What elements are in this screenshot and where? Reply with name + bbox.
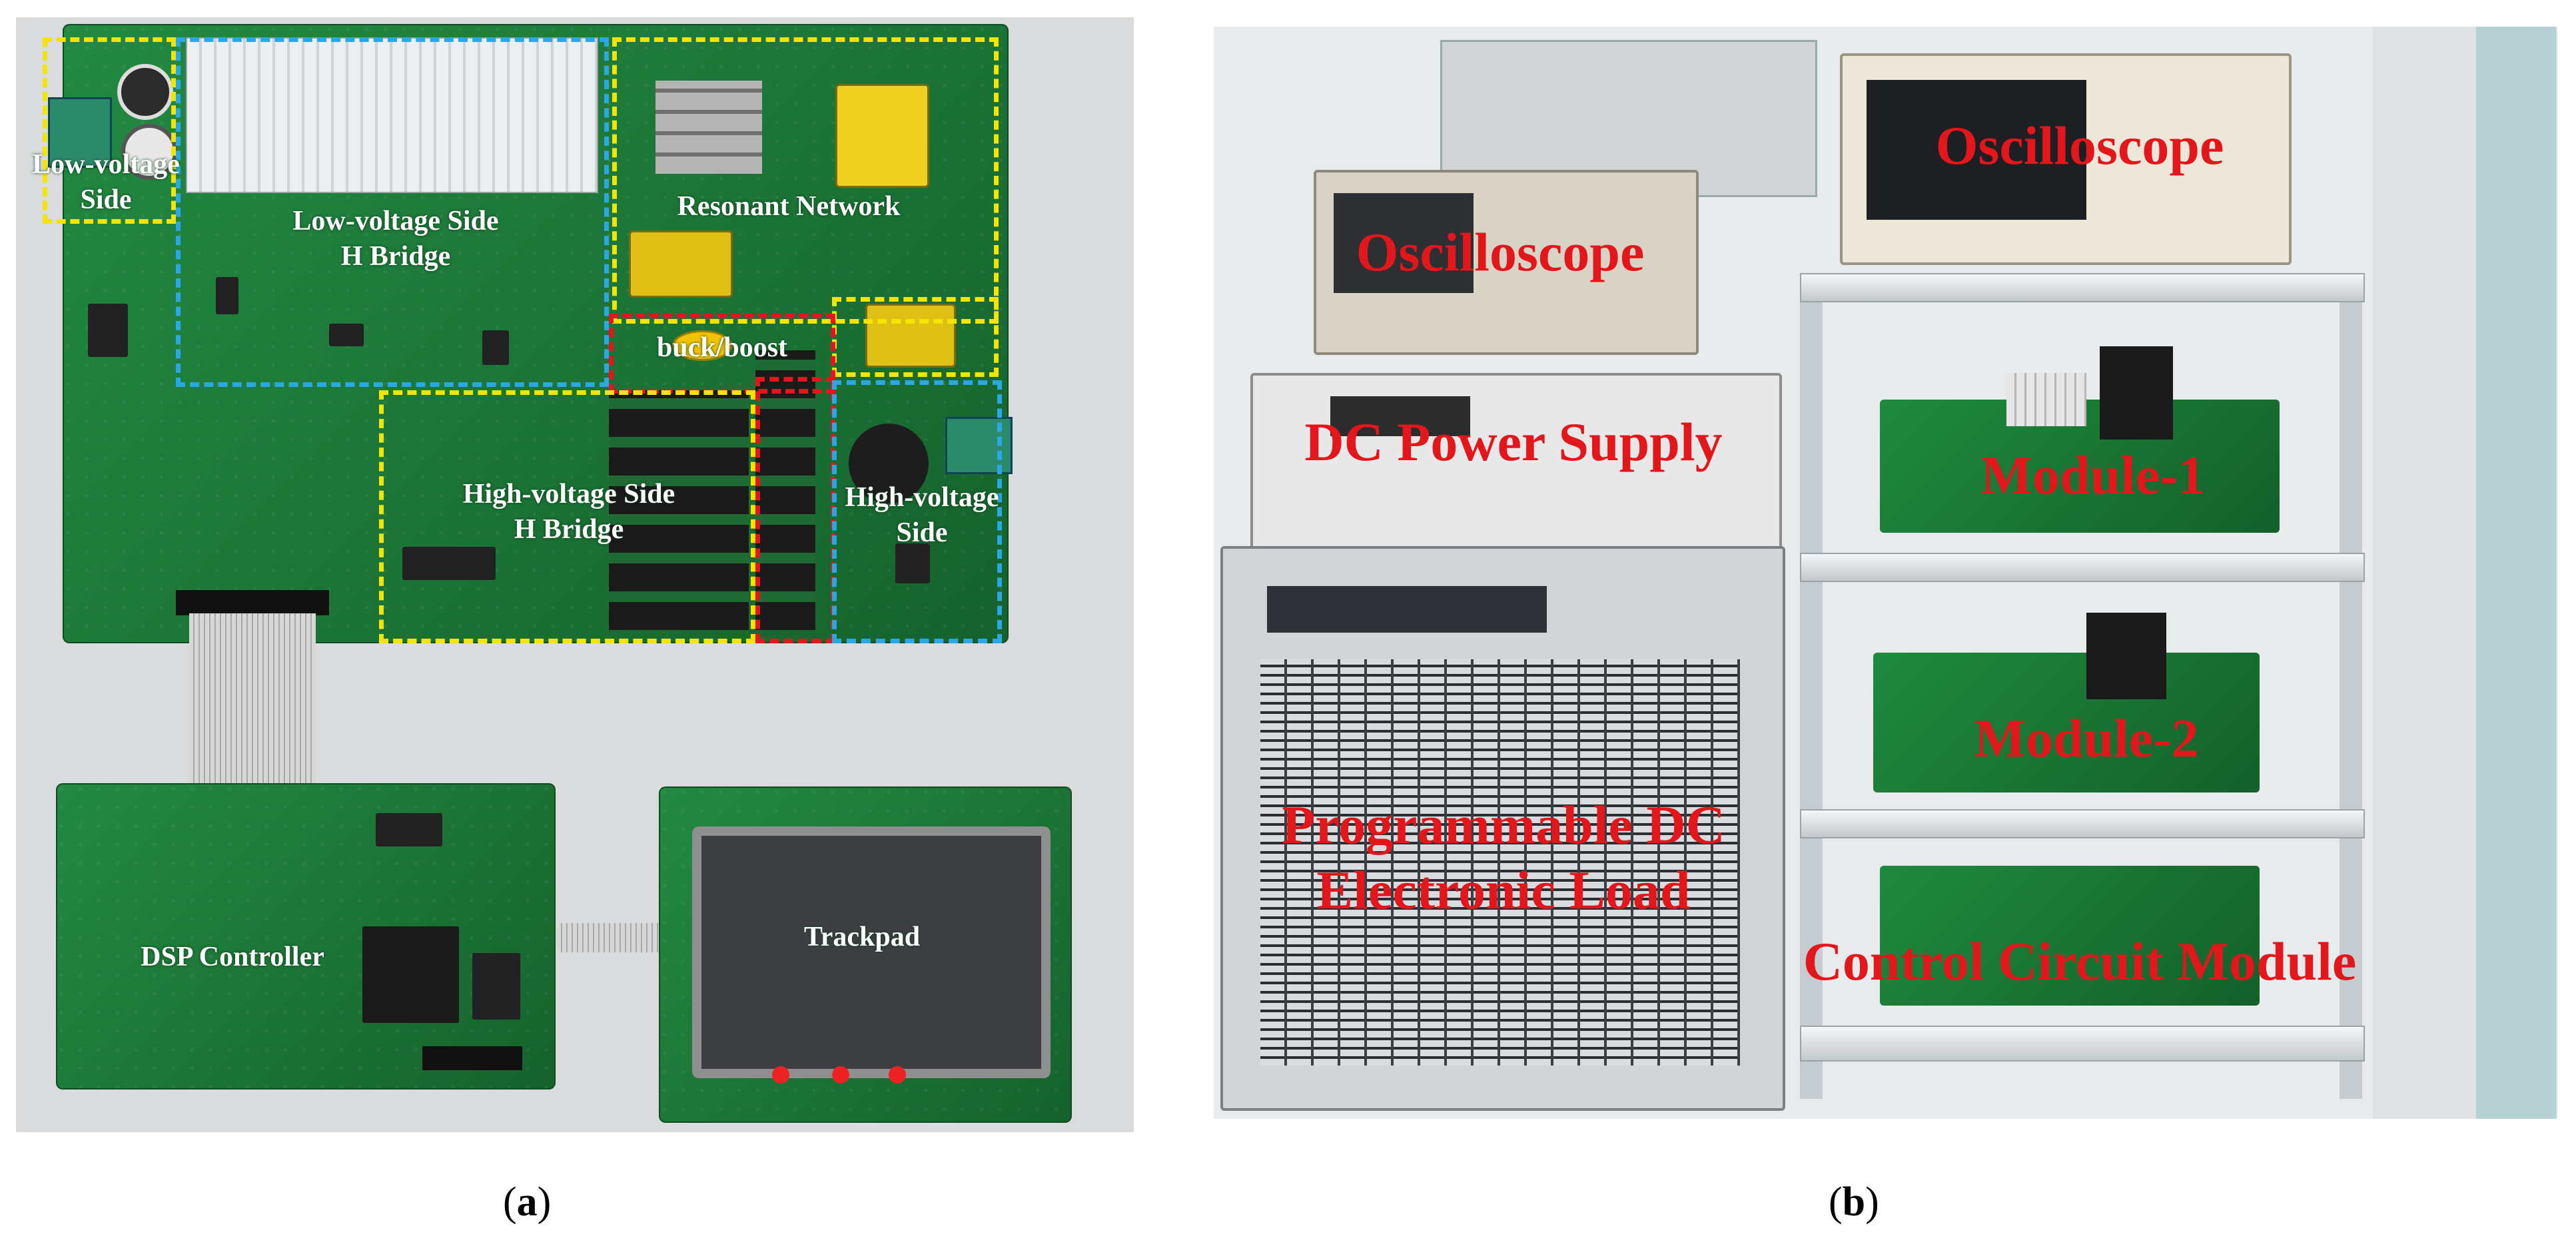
chip	[329, 324, 364, 346]
label-oscilloscope-top: Oscilloscope	[1935, 115, 2224, 176]
chip	[895, 543, 930, 583]
chip	[482, 330, 509, 365]
oscilloscope-top-screen	[1867, 80, 2086, 220]
chip	[472, 953, 520, 1020]
oscilloscope-left-screen	[1334, 193, 1474, 293]
chip	[402, 547, 496, 580]
box-high-voltage-h-bridge	[379, 390, 755, 643]
rack-post	[2340, 280, 2362, 1099]
led	[832, 1066, 849, 1084]
box-resonant-network	[612, 37, 999, 324]
rack-shelf	[1800, 809, 2365, 838]
low-voltage-terminal	[48, 97, 112, 168]
capacitor	[849, 424, 929, 503]
box-low-voltage-side	[43, 37, 176, 224]
module-2-board	[1873, 653, 2260, 792]
control-circuit-board	[1880, 866, 2260, 1006]
caption-a: (a)	[503, 1179, 552, 1225]
box-high-voltage-side	[832, 380, 1002, 643]
dsp-chip	[362, 926, 459, 1023]
module-1-heatsink	[2006, 373, 2086, 426]
module-1-transformer	[2100, 346, 2173, 440]
chip	[376, 813, 442, 846]
box-low-voltage-h-bridge	[176, 37, 609, 387]
box-buck-boost-ext	[755, 377, 835, 643]
rack-shelf	[1800, 273, 2365, 302]
chip	[88, 304, 128, 357]
led	[889, 1066, 906, 1084]
label-control-circuit: Control Circuit Module	[1803, 931, 2357, 992]
rack-shelf	[1800, 1026, 2365, 1062]
label-programmable-load: Programmable DC Electronic Load	[1282, 794, 1725, 921]
label-dc-power-supply: DC Power Supply	[1304, 412, 1723, 472]
chip	[216, 277, 238, 314]
label-resonant-network: Resonant Network	[677, 191, 901, 222]
inductor	[865, 304, 956, 368]
module-2-transformer	[2086, 613, 2166, 699]
rack-post	[1800, 280, 1823, 1099]
ventilation-grille	[1260, 659, 1740, 1066]
background-cabinet	[2373, 27, 2557, 1119]
capacitor	[117, 64, 173, 120]
box-resonant-network-ext	[832, 297, 999, 377]
photo-panel-b: Oscilloscope Oscilloscope DC Power Suppl…	[1214, 27, 2557, 1119]
electronic-load-display	[1267, 586, 1547, 633]
rack-shelf	[1800, 553, 2365, 582]
label-oscilloscope-left: Oscilloscope	[1356, 222, 1645, 282]
transformer	[629, 230, 733, 298]
mosfet-array	[755, 350, 815, 630]
inductor	[835, 84, 929, 188]
label-low-voltage-side: Low-voltage Side	[32, 149, 180, 215]
label-buck-boost: buck/boost	[656, 332, 788, 363]
film-capacitors	[655, 81, 762, 174]
power-supply-display	[1330, 396, 1470, 436]
label-module-2: Module-2	[1974, 708, 2199, 769]
mosfet-array	[609, 390, 749, 630]
ribbon-header	[176, 590, 329, 615]
trackpad-screen	[692, 826, 1051, 1078]
label-trackpad: Trackpad	[803, 922, 921, 952]
label-high-voltage-h-bridge: High-voltage Side H Bridge	[462, 479, 675, 545]
label-dsp-controller: DSP Controller	[141, 942, 324, 972]
photo-panel-a: Low-voltage Side Low-voltage Side H Brid…	[16, 17, 1134, 1132]
caption-b: (b)	[1829, 1179, 1879, 1225]
label-high-voltage-side: High-voltage Side	[845, 482, 999, 548]
heat-sink	[186, 37, 598, 193]
label-module-1: Module-1	[1980, 445, 2206, 505]
label-low-voltage-h-bridge: Low-voltage Side H Bridge	[292, 206, 499, 272]
ribbon-header	[422, 1046, 522, 1070]
toroid-inductor	[672, 330, 733, 361]
background-panel	[2476, 27, 2556, 1119]
dsp-board	[56, 783, 556, 1090]
led	[772, 1066, 789, 1084]
